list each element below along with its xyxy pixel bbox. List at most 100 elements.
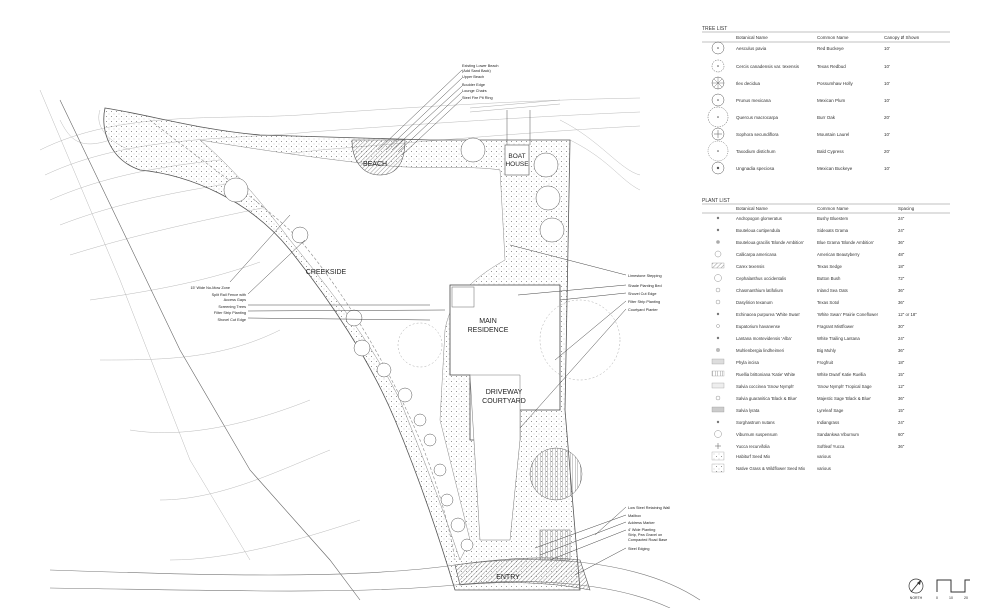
tree-botanical: Aesculus pavia xyxy=(736,46,767,51)
scale-tick-10: 10 xyxy=(949,596,953,600)
tree-row: Taxodium distichum Bald Cypress 20' xyxy=(707,140,890,162)
main-residence-label-1: MAIN xyxy=(479,318,497,325)
boat-house: BOAT HOUSE xyxy=(504,110,531,176)
plant-spacing: 36" xyxy=(898,300,905,305)
tree-canopy: 10' xyxy=(884,64,890,69)
plant-spacing: 72" xyxy=(898,276,905,281)
plant-botanical: Carex texensis xyxy=(736,264,764,269)
tree-canopy: 10' xyxy=(884,132,890,137)
plant-spacing: 36" xyxy=(898,240,905,245)
plant-common: Fragrant Mistflower xyxy=(817,324,854,329)
plant-botanical: Bouteloua gracilis 'Blonde Ambition' xyxy=(736,240,804,245)
tree-botanical: Quercus macrocarpa xyxy=(736,115,779,120)
tree-canopy: 20' xyxy=(884,149,890,154)
plant-botanical: Salvia lyrata xyxy=(736,408,760,413)
plant-header-common: Common Name xyxy=(817,206,849,211)
callout-text: 15' Wide No-Mow Zone xyxy=(190,286,230,290)
tree-botanical: Cercis canadensis var. texensis xyxy=(736,64,800,69)
callout-text: Strip, Pea Gravel on xyxy=(628,533,662,537)
callout-text: Mailbox xyxy=(628,514,641,518)
plant-row: Eupatorium havanense Fragrant Mistflower… xyxy=(716,324,905,329)
north-label: NORTH xyxy=(910,596,923,600)
tree-row: Quercus macrocarpa Burr Oak 20' xyxy=(707,106,890,128)
callout-text: Boulder Edge xyxy=(462,83,485,87)
callout-text: Screening Trees xyxy=(218,305,246,309)
tree-botanical: Prunus mexicana xyxy=(736,98,771,103)
plant-row: Viburnum suspensum Sandankwa Viburnum 60… xyxy=(714,430,905,438)
plant-botanical: Bouteloua curtipendula xyxy=(736,228,781,233)
plant-spacing: 36" xyxy=(898,444,905,449)
plant-common: Indiangrass xyxy=(817,420,839,425)
plant-common: Lyreleaf Sage xyxy=(817,408,844,413)
beach-area: BEACH xyxy=(351,139,406,176)
seed-mix-spacing: various xyxy=(817,466,831,471)
dock-lines xyxy=(469,99,561,113)
tree-canopy: 10' xyxy=(884,98,890,103)
plant-spacing: 12" or 18" xyxy=(898,312,917,317)
plant-botanical: Callicarpa americana xyxy=(736,252,777,257)
plant-common: American Beautyberry xyxy=(817,252,860,257)
plant-common: Blue Grama 'Blonde Ambition' xyxy=(817,240,874,245)
north-arrow: NORTH xyxy=(908,578,924,600)
road xyxy=(49,559,701,608)
callout-text: Shovel Cut Edge xyxy=(628,292,657,296)
plant-spacing: 48" xyxy=(898,252,905,257)
callout-text: Existing Lower Beach xyxy=(462,64,499,68)
tree-header-common: Common Name xyxy=(817,35,849,40)
plant-row: Sorghastrum nutans Indiangrass 24" xyxy=(716,420,905,425)
plant-botanical: Lantana montevidensis 'Alba' xyxy=(736,336,792,341)
plant-spacing: 36" xyxy=(898,396,905,401)
callout-text: Filter Strip Planting xyxy=(628,300,660,304)
tree-row: Prunus mexicana Mexican Plum 10' xyxy=(711,93,890,107)
plant-botanical: Dasylirion texanum xyxy=(736,300,773,305)
plant-row: Cephalanthus occidentalis Button Bush 72… xyxy=(714,274,905,282)
callouts-left: 15' Wide No-Mow Zone Split Rail Fence wi… xyxy=(190,286,246,322)
seed-row: Habiturf Seed Mix various xyxy=(711,451,831,461)
callout-text: Shovel Cut Edge xyxy=(218,318,247,322)
callouts-bottom: Low Steel Retaining Wall Mailbox Address… xyxy=(628,506,670,551)
plant-common: Texas Sotol xyxy=(817,300,839,305)
plant-header-spacing: Spacing xyxy=(898,206,915,211)
plant-botanical: Chasmanthium latifolium xyxy=(736,288,783,293)
seed-mix-spacing: various xyxy=(817,454,831,459)
tree-common: Texas Redbud xyxy=(817,64,846,69)
plant-row: Salvia coccinea 'Snow Nymph' 'Snow Nymph… xyxy=(711,382,905,389)
plant-row: Andropogon glomeratus Bushy Bluestem 24" xyxy=(716,216,905,221)
plant-botanical: Eupatorium havanense xyxy=(736,324,781,329)
tree-common: Mountain Laurel xyxy=(817,132,849,137)
tree-common: Burr Oak xyxy=(817,115,836,120)
tree-list-title: TREE LIST xyxy=(702,26,727,32)
callout-text: Low Steel Retaining Wall xyxy=(628,506,670,510)
plant-botanical: Andropogon glomeratus xyxy=(736,216,782,221)
tree-row: Cercis canadensis var. texensis Texas Re… xyxy=(711,59,890,73)
tree-canopies xyxy=(223,137,621,552)
seed-mix-name: Native Grass & Wildflower Seed Mix xyxy=(736,466,806,471)
tree-row: Sophora secundiflora Mountain Laurel 10' xyxy=(711,127,890,141)
plant-botanical: Yucca recurvifolia xyxy=(736,444,770,449)
callout-leader-lines xyxy=(229,69,627,576)
callout-text: Filter Strip Planting xyxy=(214,311,246,315)
plant-row: Callicarpa americana American Beautyberr… xyxy=(714,250,905,258)
plant-row: Lantana montevidensis 'Alba' White Trail… xyxy=(716,336,905,341)
plant-common: 'White Swan' Prairie Coneflower xyxy=(817,312,879,317)
plant-common: Sideoats Grama xyxy=(817,228,849,233)
creekside-label: CREEKSIDE xyxy=(306,269,347,276)
tree-botanical: Taxodium distichum xyxy=(736,149,776,154)
plant-common: White Trailing Lantana xyxy=(817,336,860,341)
plant-spacing: 12" xyxy=(898,384,905,389)
plant-spacing: 36" xyxy=(898,288,905,293)
plant-common: 'Snow Nymph' Tropical Sage xyxy=(817,384,872,389)
plant-list-table: PLANT LIST Botanical Name Common Name Sp… xyxy=(702,198,950,473)
plant-row: Chasmanthium latifolium Inland Sea Oats … xyxy=(715,287,905,293)
callout-text: Steel Edging xyxy=(628,547,650,551)
plant-row: Phyla incisa Frogfruit 18" xyxy=(711,358,905,365)
plant-common: Button Bush xyxy=(817,276,841,281)
callout-text: Steel Fire Pit Ring xyxy=(462,96,493,100)
tree-common: Red Buckeye xyxy=(817,46,844,51)
callout-text: Split Rail Fence with xyxy=(212,293,246,297)
plant-botanical: Ruellia brittoniana 'Katie' White xyxy=(736,372,796,377)
plant-botanical: Viburnum suspensum xyxy=(736,432,778,437)
tree-row: Ungnadia speciosa Mexican Buckeye 10' xyxy=(711,161,890,175)
plant-botanical: Sorghastrum nutans xyxy=(736,420,775,425)
